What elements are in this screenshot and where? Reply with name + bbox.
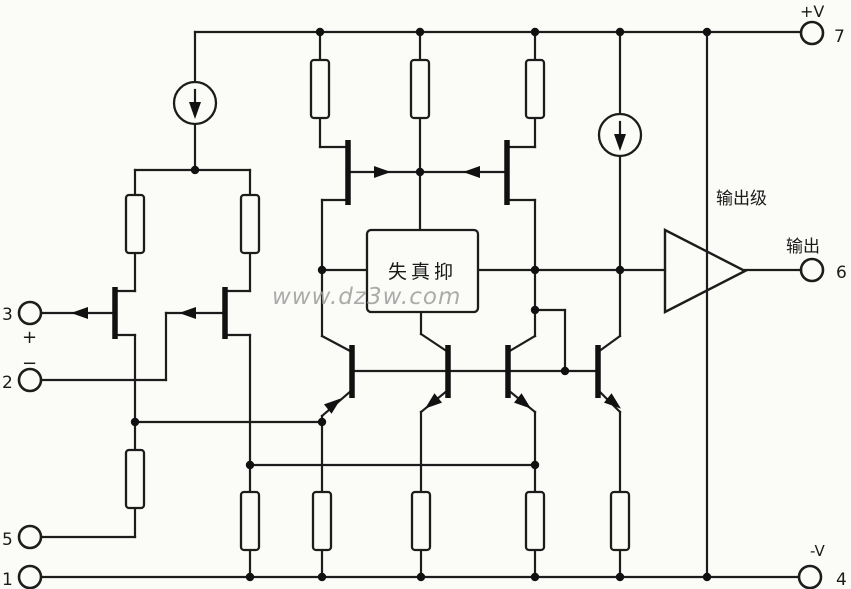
junction-dot	[415, 27, 425, 37]
pin-number-2: 2	[2, 373, 13, 393]
current-source-1-arrow	[189, 102, 201, 119]
junction-dot	[615, 572, 625, 582]
junction-dot	[317, 265, 327, 275]
transistor-lead	[596, 334, 622, 354]
transistor-lead	[506, 334, 537, 354]
pin-number-4: 4	[836, 570, 847, 589]
distortion-suppression-box	[365, 228, 480, 314]
q8-emitter-arrow	[604, 393, 621, 409]
terminal-7	[799, 20, 825, 46]
junction-dot	[560, 366, 570, 376]
junction-dot	[702, 572, 712, 582]
inverting-minus-sign: −	[22, 353, 37, 374]
resistor-top-1	[309, 58, 331, 120]
resistor-bottom-1	[239, 490, 261, 552]
junction-dot	[702, 27, 712, 37]
pin-number-7: 7	[834, 27, 845, 47]
junction-dot	[530, 27, 540, 37]
junction-dot	[615, 27, 625, 37]
junction-dot	[245, 460, 255, 470]
terminal-4	[797, 564, 823, 589]
resistor-top-3	[524, 58, 546, 120]
noninverting-plus-sign: +	[22, 327, 37, 348]
pin-number-6: 6	[836, 263, 847, 283]
junction-dot	[530, 572, 540, 582]
terminal-6	[799, 257, 825, 283]
junction-dot	[415, 167, 425, 177]
resistor-bottom-4	[524, 490, 546, 552]
q6-emitter-arrow	[425, 393, 442, 409]
resistor-left-2	[239, 193, 261, 255]
junction-dot	[530, 460, 540, 470]
junction-dot	[530, 265, 540, 275]
supply-negative-label: -V	[810, 542, 826, 560]
q3-gate-arrow	[374, 166, 391, 178]
watermark-text: www.dz3w.com	[272, 284, 461, 310]
current-source-2-arrow	[614, 134, 626, 151]
junction-dot	[190, 165, 200, 175]
q5-emitter-arrow	[324, 398, 341, 414]
resistor-bottom-2	[311, 490, 333, 552]
q1-gate-arrow	[71, 307, 88, 319]
output-buffer-triangle	[663, 228, 748, 314]
junction-dot	[416, 572, 426, 582]
pin-number-3: 3	[2, 305, 13, 325]
terminal-1	[17, 564, 43, 589]
distortion-suppression-label: 失真抑	[388, 261, 457, 283]
pin-number-1: 1	[2, 570, 13, 589]
terminal-5	[17, 524, 43, 550]
q4-gate-arrow	[463, 166, 480, 178]
pin-number-5: 5	[2, 530, 13, 550]
terminal-2	[17, 367, 43, 393]
junction-dot	[317, 572, 327, 582]
junction-dot	[317, 417, 327, 427]
resistor-top-2	[409, 58, 431, 120]
transistor-lead	[419, 332, 450, 354]
resistor-tail	[124, 448, 146, 510]
junction-dot	[245, 572, 255, 582]
junction-dot	[315, 27, 325, 37]
junction-dot	[130, 417, 140, 427]
terminal-3	[17, 300, 43, 326]
resistor-bottom-5	[609, 490, 631, 552]
q7-emitter-arrow	[514, 393, 531, 409]
supply-positive-label: +V	[800, 2, 824, 21]
output-label: 输出	[786, 237, 820, 257]
resistor-left-1	[124, 193, 146, 255]
junction-dot	[615, 265, 625, 275]
resistor-bottom-3	[410, 490, 432, 552]
q2-gate-arrow	[179, 307, 196, 319]
transistor-lead	[320, 334, 354, 354]
output-stage-label: 输出级	[716, 189, 767, 209]
junction-dot	[530, 305, 540, 315]
